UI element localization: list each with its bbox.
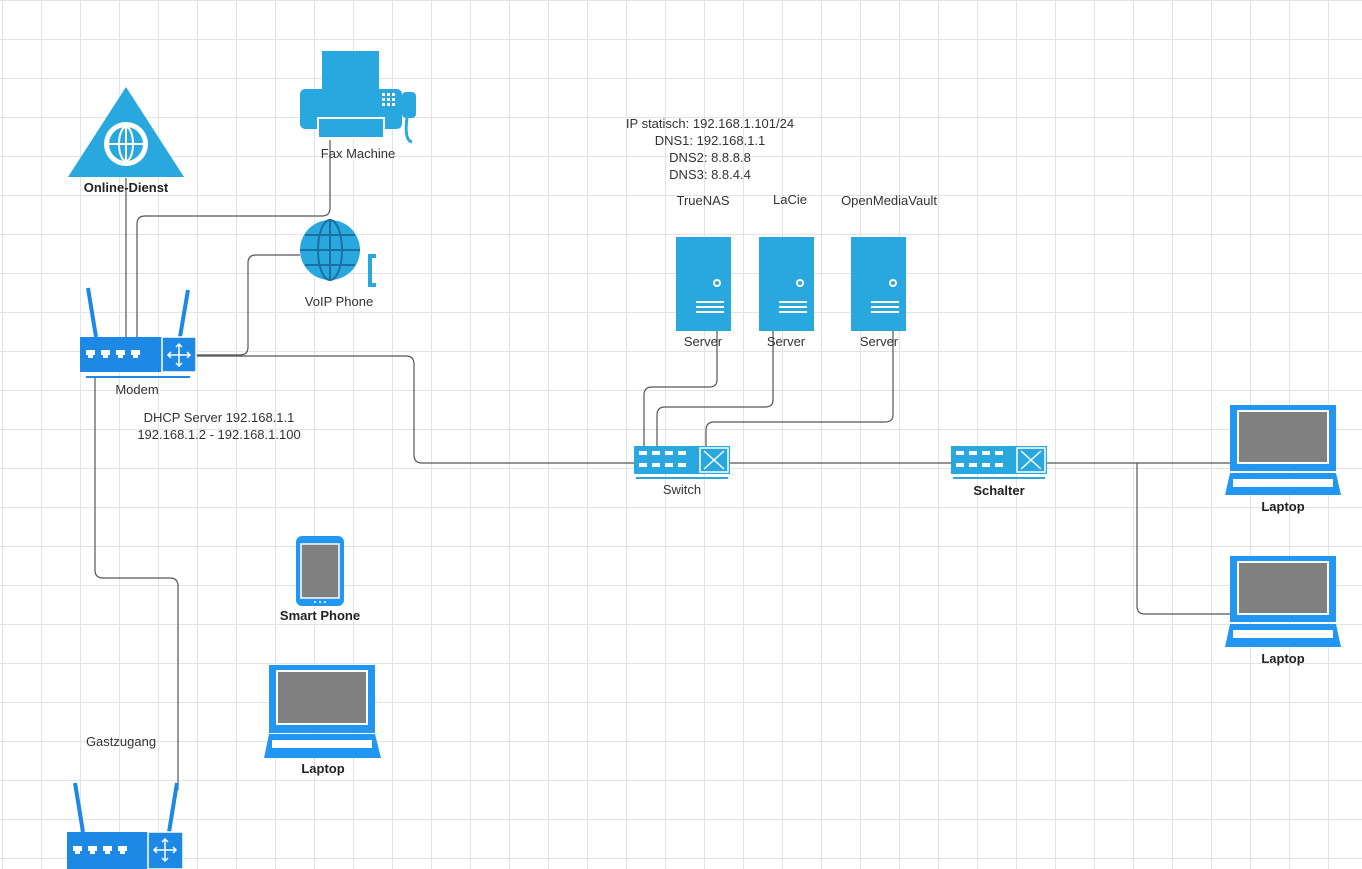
wire-modem-switch xyxy=(196,355,634,464)
router-icon[interactable] xyxy=(80,287,197,378)
server-label-openmediavault: Server xyxy=(859,334,899,349)
laptop-center-icon[interactable] xyxy=(264,665,381,758)
ip-line-4: DNS3: 8.8.4.4 xyxy=(669,167,751,182)
smartphone-icon[interactable] xyxy=(296,536,344,606)
switch-icon[interactable] xyxy=(634,446,730,479)
schalter-switch-icon[interactable] xyxy=(951,446,1047,479)
wire-modem-gastzugang xyxy=(94,376,179,790)
ip-line-2: DNS1: 192.168.1.1 xyxy=(654,133,766,148)
schalter-label: Schalter xyxy=(973,483,1025,498)
voip-label: VoIP Phone xyxy=(304,294,374,309)
fax-icon[interactable] xyxy=(300,51,416,144)
server-name-openmediavault: OpenMediaVault xyxy=(841,193,937,208)
server-name-lacie: LaCie xyxy=(773,192,807,207)
wire-schalter-laptop-bottom xyxy=(1136,463,1230,615)
server-openmediavault-icon[interactable] xyxy=(851,237,906,331)
online-dienst-label: Online-Dienst xyxy=(83,180,169,195)
ip-line-3: DNS2: 8.8.8.8 xyxy=(669,150,751,165)
gastzugang-label: Gastzugang xyxy=(85,734,157,749)
wire-truenas-switch xyxy=(643,331,718,446)
smartphone-label: Smart Phone xyxy=(279,608,361,623)
voip-globe-icon[interactable] xyxy=(300,219,376,287)
server-label-truenas: Server xyxy=(683,334,723,349)
server-name-truenas: TrueNAS xyxy=(676,193,730,208)
wire-voip-modem xyxy=(196,254,300,356)
globe-triangle-icon[interactable] xyxy=(68,87,184,177)
dhcp-info: DHCP Server 192.168.1.1 192.168.1.2 - 19… xyxy=(137,409,300,443)
server-label-lacie: Server xyxy=(766,334,806,349)
fax-label: Fax Machine xyxy=(320,146,396,161)
server-lacie-icon[interactable] xyxy=(759,237,814,331)
switch-label: Switch xyxy=(662,482,702,497)
gastzugang-router-icon[interactable] xyxy=(67,782,184,869)
dhcp-line-1: DHCP Server 192.168.1.1 xyxy=(143,410,295,425)
ip-info: IP statisch: 192.168.1.101/24 DNS1: 192.… xyxy=(626,115,794,183)
laptop-center-label: Laptop xyxy=(301,761,345,776)
ip-line-1: IP statisch: 192.168.1.101/24 xyxy=(625,116,795,131)
laptop-right-top-label: Laptop xyxy=(1261,499,1305,514)
dhcp-line-2: 192.168.1.2 - 192.168.1.100 xyxy=(137,427,301,442)
wire-fax-modem xyxy=(136,140,331,338)
wires xyxy=(94,140,1230,790)
server-truenas-icon[interactable] xyxy=(676,237,731,331)
modem-label: Modem xyxy=(115,382,159,397)
wire-lacie-switch xyxy=(656,331,774,446)
wire-omv-switch xyxy=(705,331,894,446)
laptop-right-top-icon[interactable] xyxy=(1225,405,1341,495)
laptop-right-bottom-icon[interactable] xyxy=(1225,556,1341,647)
laptop-right-bottom-label: Laptop xyxy=(1261,651,1305,666)
